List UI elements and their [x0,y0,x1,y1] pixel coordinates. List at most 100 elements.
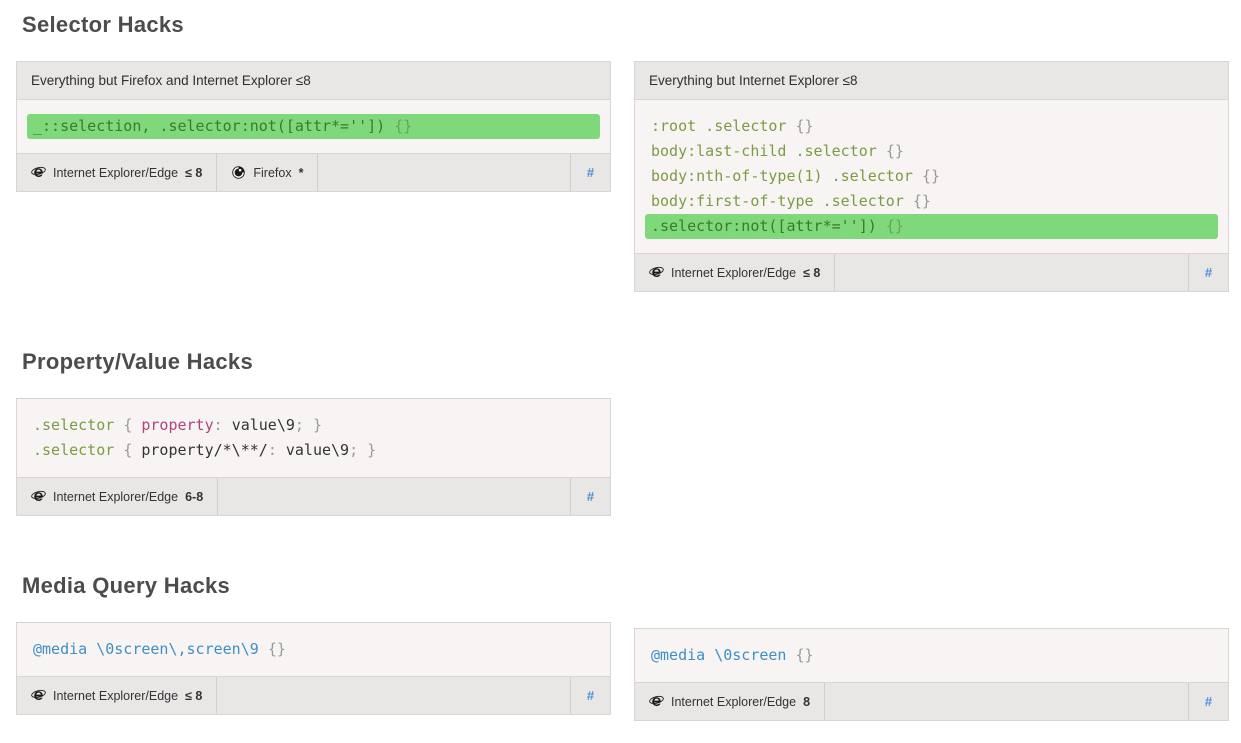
code-token: {} [885,142,904,160]
code-token: .selector [33,416,115,434]
hack-card: @media \0screen\,screen\9 {} Internet Ex… [16,622,611,715]
code-token: ; [349,441,359,459]
hack-card: Everything but Firefox and Internet Expl… [16,61,611,192]
code-line-highlighted[interactable]: _::selection, .selector:not([attr*='']) … [27,114,600,139]
hack-code-block: @media \0screen\,screen\9 {} [17,623,610,676]
code-line[interactable]: @media \0screen\,screen\9 {} [27,637,600,662]
code-token: {} [394,117,413,135]
ie-icon [31,165,46,180]
hack-code-block: :root .selector {}body:last-child .selec… [635,100,1228,253]
code-line-highlighted[interactable]: .selector:not([attr*='']) {} [645,214,1218,239]
code-token: } [367,441,377,459]
footer-spacer [217,677,570,714]
browser-badge: Internet Explorer/Edge 8 [635,683,826,720]
section-property-value-hacks: Property/Value Hacks .selector { propert… [16,349,1228,516]
code-token [114,416,123,434]
hack-card-title: Everything but Internet Explorer ≤8 [635,62,1228,100]
code-line[interactable]: body:last-child .selector {} [645,139,1218,164]
browser-name: Internet Explorer/Edge [53,489,179,504]
browser-name: Internet Explorer/Edge [53,688,179,703]
code-line[interactable]: :root .selector {} [645,114,1218,139]
footer-spacer [835,254,1188,291]
code-token: .selector:not([attr*='']) [651,217,877,235]
code-token: {} [267,640,286,658]
code-token: value\9 [231,416,295,434]
browser-version: * [298,165,304,180]
browser-version: ≤ 8 [185,688,203,703]
code-token: property/*\**/ [141,441,268,459]
code-token: {} [885,217,904,235]
code-token [114,441,123,459]
code-token: { [123,416,133,434]
browser-version: 8 [803,694,811,709]
footer-spacer [218,478,570,515]
code-token: body:nth-of-type(1) .selector [651,167,913,185]
permalink-link[interactable]: # [1204,694,1213,709]
hack-card-footer: Internet Explorer/Edge ≤ 8 # [17,676,610,714]
section-title-selector-hacks: Selector Hacks [22,12,184,37]
code-token: @media \0screen [651,646,787,664]
hacks-page: Selector Hacks Everything but Firefox an… [16,12,1229,721]
code-token: body:first-of-type .selector [651,192,904,210]
code-token: ; [294,416,304,434]
permalink-cell: # [1188,254,1228,291]
hack-code-block: .selector { property: value\9; }.selecto… [17,399,610,477]
section-title-media-query-hacks: Media Query Hacks [22,573,231,598]
code-line[interactable]: body:nth-of-type(1) .selector {} [645,164,1218,189]
code-token: .selector [33,441,115,459]
code-line[interactable]: @media \0screen {} [645,643,1218,668]
code-token: property [141,416,214,434]
browser-name: Internet Explorer/Edge [671,265,797,280]
code-token: {} [912,192,931,210]
code-token [358,441,367,459]
browser-badge: Internet Explorer/Edge ≤ 8 [17,154,218,191]
card-row: @media \0screen\,screen\9 {} Internet Ex… [16,622,1229,721]
hack-card-footer: Internet Explorer/Edge≤ 8 # [635,253,1228,291]
permalink-link[interactable]: # [1204,265,1213,280]
footer-spacer [318,154,570,191]
code-token: : [213,416,223,434]
hack-card-footer: Internet Explorer/Edge ≤ 8 Firefox* # [17,153,610,191]
code-token [904,192,913,210]
code-token: _::selection, .selector:not([attr*='']) [33,117,386,135]
code-line[interactable]: .selector { property: value\9; } [27,413,600,438]
ie-icon [31,489,46,504]
card-row: Everything but Firefox and Internet Expl… [16,61,1229,292]
code-token: {} [795,117,814,135]
code-token [877,142,886,160]
code-token [786,646,795,664]
hack-card: @media \0screen {} Internet Explorer/Edg… [634,628,1229,721]
code-token: { [123,441,133,459]
code-line[interactable]: .selector { property/*\**/: value\9; } [27,438,600,463]
permalink-cell: # [570,478,610,515]
code-token [913,167,922,185]
hack-card-footer: Internet Explorer/Edge 8 # [635,682,1228,720]
code-token [223,416,232,434]
permalink-link[interactable]: # [586,688,595,703]
permalink-link[interactable]: # [586,489,595,504]
hack-code-block: @media \0screen {} [635,629,1228,682]
browser-name: Internet Explorer/Edge [53,165,179,180]
hack-card-title: Everything but Firefox and Internet Expl… [17,62,610,100]
code-token [877,217,886,235]
browser-badge: Internet Explorer/Edge≤ 8 [635,254,836,291]
code-token: @media \0screen\,screen\9 [33,640,259,658]
hack-card: Everything but Internet Explorer ≤8 :roo… [634,61,1229,292]
card-row: .selector { property: value\9; }.selecto… [16,398,1228,516]
code-token: body:last-child .selector [651,142,877,160]
ie-icon [649,265,664,280]
hack-code-block: _::selection, .selector:not([attr*='']) … [17,100,610,153]
code-token: {} [921,167,940,185]
browser-version: ≤ 8 [185,165,203,180]
ie-icon [649,694,664,709]
firefox-icon [231,165,246,180]
code-line[interactable]: body:first-of-type .selector {} [645,189,1218,214]
code-token: value\9 [285,441,350,459]
code-token [259,640,268,658]
browser-name: Internet Explorer/Edge [671,694,797,709]
code-token: } [312,416,322,434]
browser-badge: Firefox* [217,154,319,191]
permalink-link[interactable]: # [586,165,595,180]
